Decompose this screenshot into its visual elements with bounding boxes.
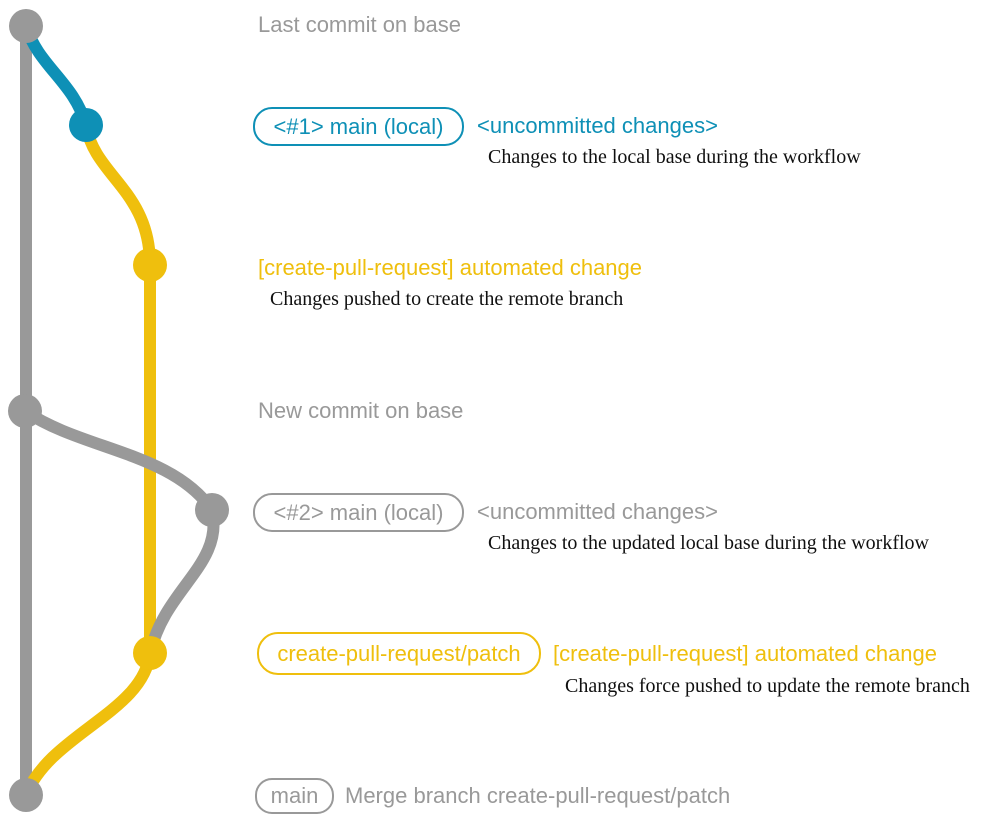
- patch-branch-curve-top: [80, 123, 156, 266]
- commit-dot-uncommitted-changes-2: [195, 493, 229, 527]
- branch-box-main: main: [255, 778, 334, 814]
- branch-box-create-pull-request-patch: create-pull-request/patch: [257, 632, 541, 675]
- commit-message-automated-change-2: [create-pull-request] automated change: [553, 641, 938, 666]
- commit-dot-last-commit-on-base: [9, 9, 43, 43]
- description-uncommitted-2: Changes to the updated local base during…: [488, 532, 929, 554]
- branch-box-main-local-2: <#2> main (local): [253, 493, 464, 532]
- branch-box-main-local-1-label: <#1> main (local): [273, 113, 444, 139]
- branch-box-main-local-2-label: <#2> main (local): [273, 499, 444, 525]
- description-uncommitted-1: Changes to the local base during the wor…: [488, 146, 861, 168]
- commit-message-automated-change-1: [create-pull-request] automated change: [258, 255, 643, 280]
- branch-box-create-pull-request-patch-label: create-pull-request/patch: [277, 640, 521, 666]
- git-graph: [8, 9, 229, 812]
- new-commit-label: New commit on base: [258, 398, 464, 423]
- commit-message-uncommitted-2: <uncommitted changes>: [477, 499, 718, 524]
- local-main-2-to-patch-line: [145, 508, 220, 652]
- branch-box-main-label: main: [270, 783, 319, 808]
- patch-merge-curve: [20, 651, 156, 798]
- commit-dot-new-commit-on-base: [8, 394, 42, 428]
- last-commit-label: Last commit on base: [258, 12, 461, 37]
- commit-message-uncommitted-1: <uncommitted changes>: [477, 113, 718, 138]
- branch-box-main-local-1: <#1> main (local): [253, 107, 464, 146]
- commit-message-merge: Merge branch create-pull-request/patch: [345, 783, 731, 808]
- description-automated-change-1: Changes pushed to create the remote bran…: [270, 288, 624, 310]
- description-automated-change-2: Changes force pushed to update the remot…: [565, 675, 970, 697]
- local-main-divergence-line: [20, 24, 92, 127]
- commit-dot-automated-change-1: [133, 248, 167, 282]
- commit-dot-uncommitted-changes-1: [69, 108, 103, 142]
- commit-dot-merge-commit: [9, 778, 43, 812]
- local-main-2-divergence-line: [21, 406, 217, 514]
- commit-dot-automated-change-2: [133, 636, 167, 670]
